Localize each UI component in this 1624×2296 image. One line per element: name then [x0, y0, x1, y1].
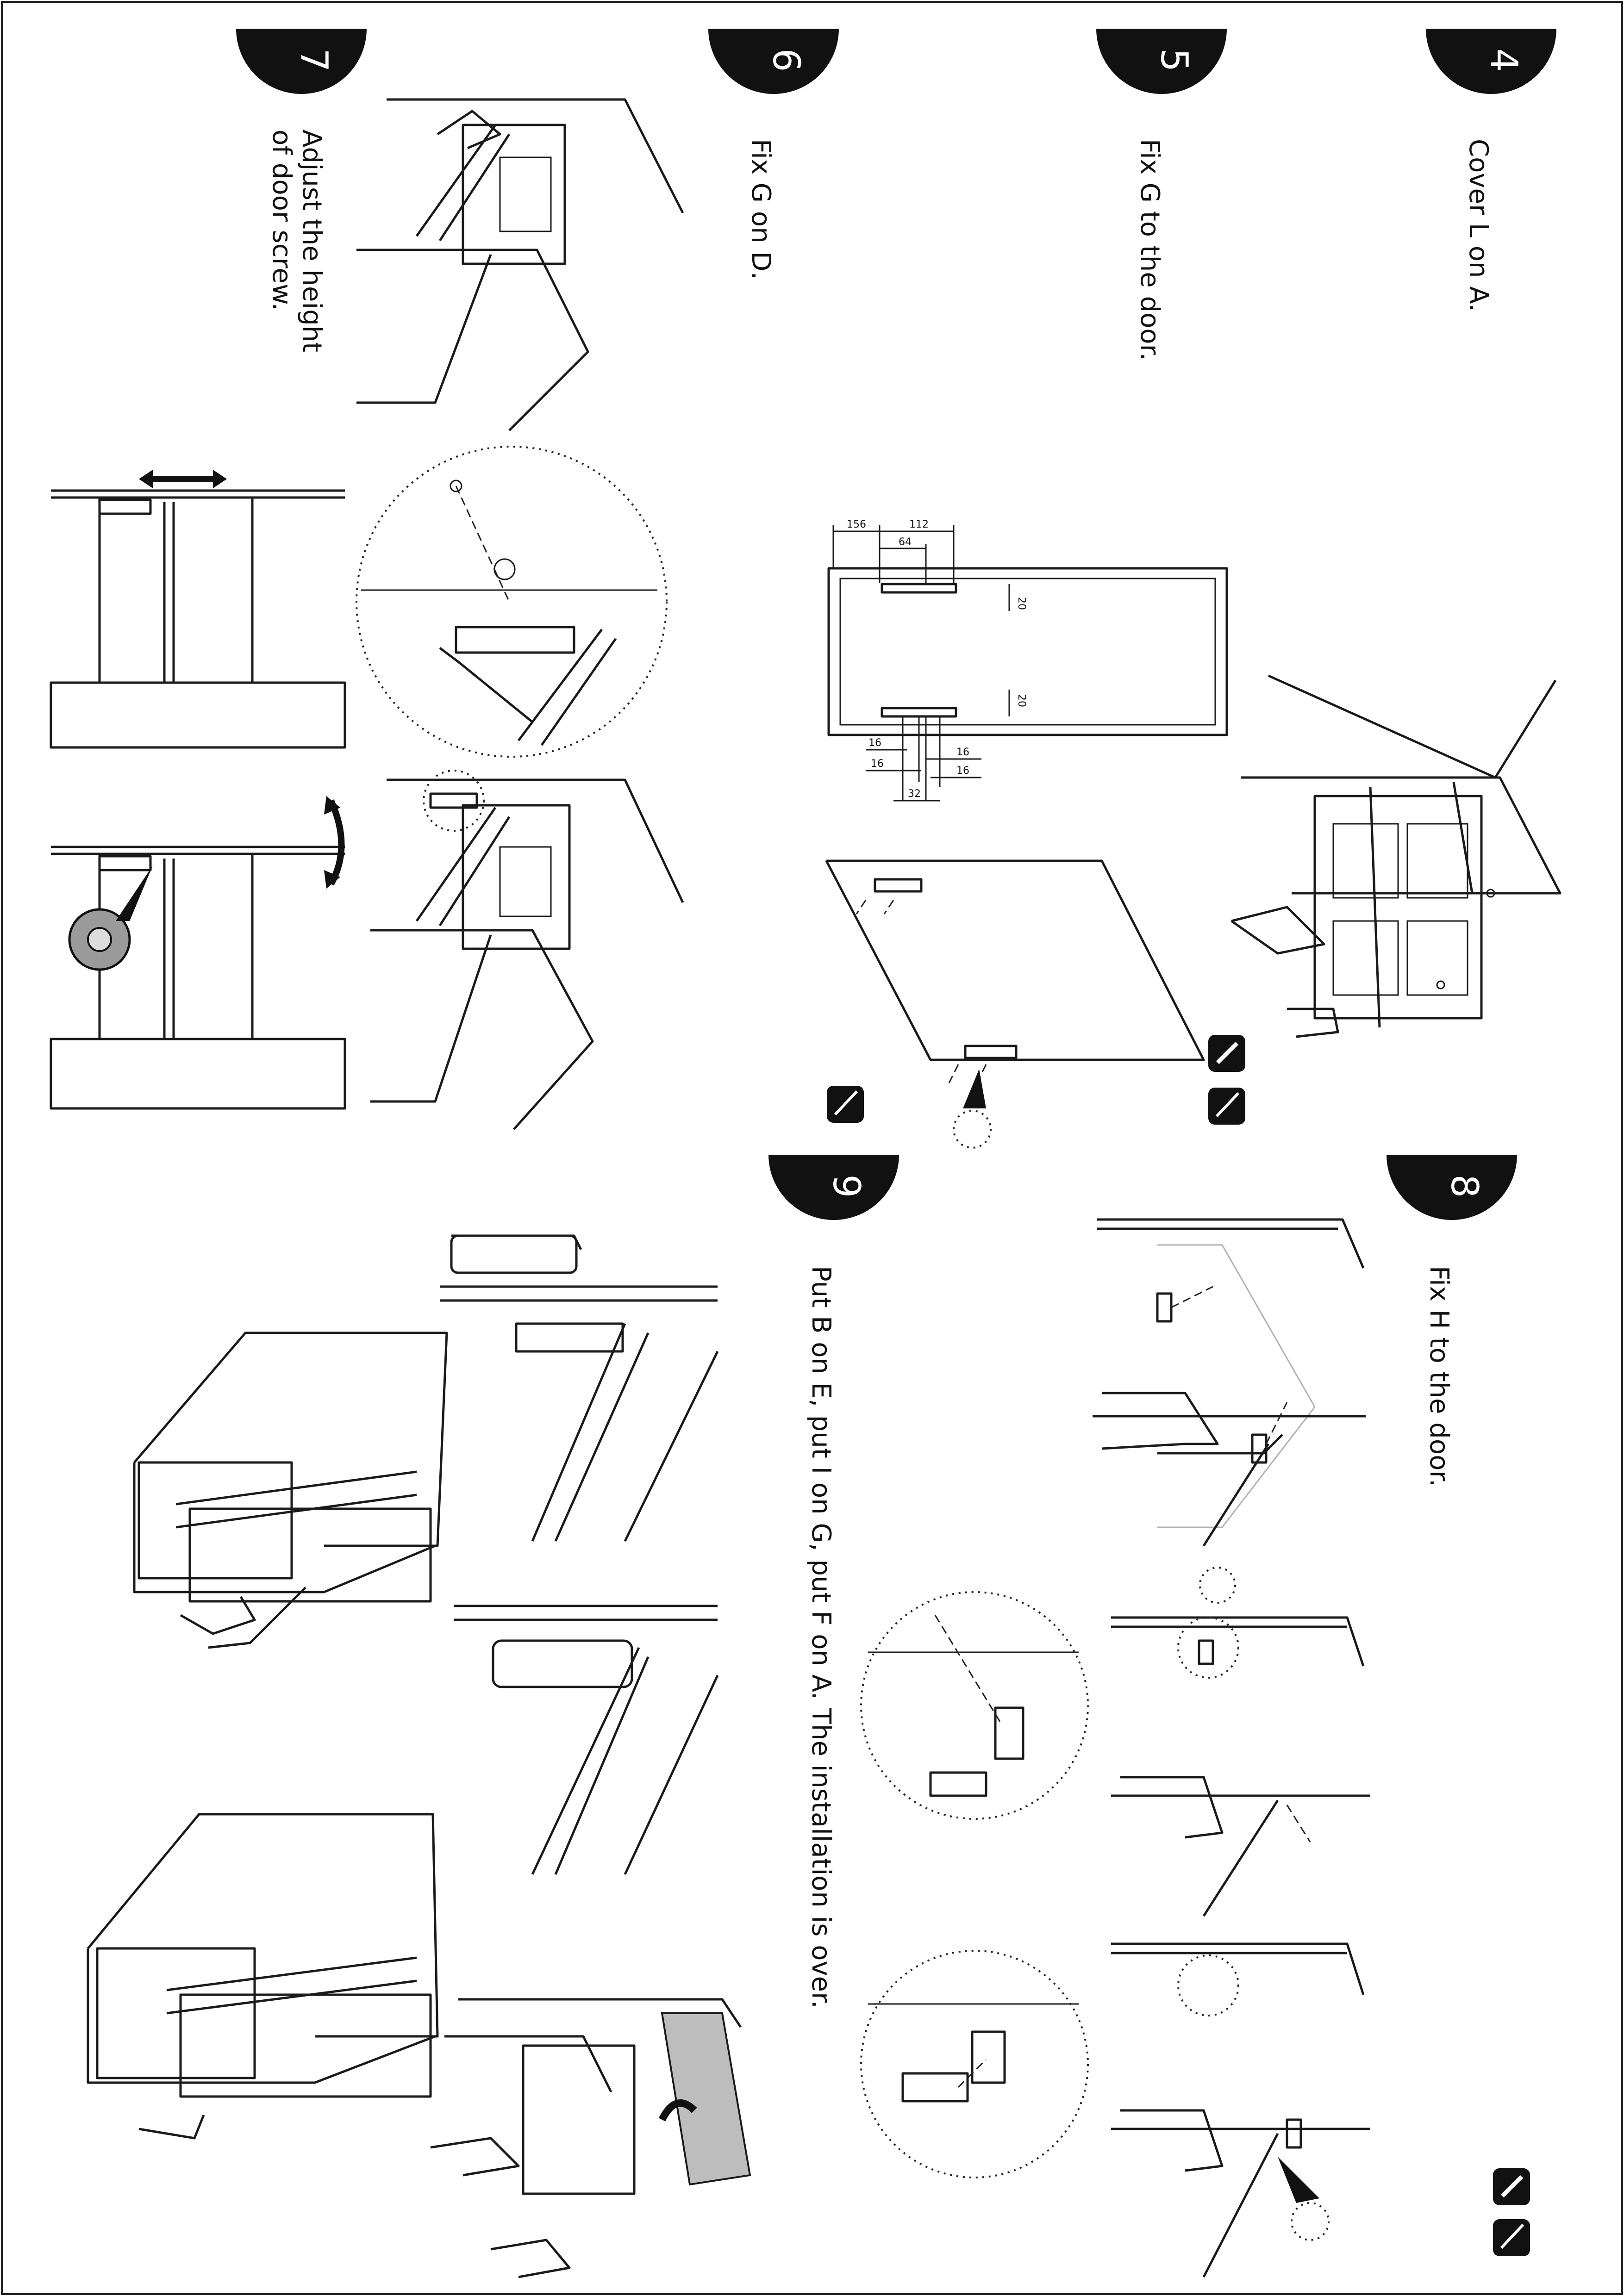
step-6-caption: Fix G on D.	[746, 139, 776, 280]
step-9-caption: Put B on E, put I on G, put F on A. The …	[806, 1266, 836, 2009]
step-7-illustration	[50, 470, 346, 1110]
dim-16-b: 16	[871, 758, 884, 770]
step-5-caption: Fix G to the door.	[1135, 139, 1165, 361]
dim-16-c: 16	[956, 747, 969, 758]
step-9-badge: 9	[768, 1155, 899, 1220]
step-4-badge: 4	[1426, 29, 1556, 94]
step-8-illustration	[860, 1218, 1370, 2278]
step-7-caption-line-1: Adjust the height	[297, 130, 327, 352]
step-5-badge: 5	[1096, 29, 1227, 94]
step-9-number: 9	[825, 1175, 868, 1198]
screwdriver-icon	[827, 1086, 864, 1123]
step-4-caption: Cover L on A.	[1463, 139, 1493, 311]
step-9-illustration	[87, 1234, 751, 2278]
step-8-caption: Fix H to the door.	[1424, 1266, 1454, 1487]
screw-icon	[1208, 1035, 1245, 1072]
screw-icon	[1493, 2168, 1530, 2205]
dim-156: 156	[847, 519, 866, 530]
step-8-number: 8	[1443, 1175, 1486, 1198]
screwdriver-icon	[1493, 2219, 1530, 2256]
step-7-badge: 7	[236, 29, 367, 94]
step-7-number: 7	[293, 49, 336, 72]
step-4-number: 4	[1482, 49, 1525, 72]
dim-112: 112	[909, 519, 929, 530]
step-5-number: 5	[1153, 49, 1196, 72]
dim-32: 32	[908, 788, 921, 800]
dim-16-d: 16	[956, 765, 969, 777]
dim-64: 64	[899, 536, 912, 548]
step-7-caption-line-2: of door screw.	[267, 130, 297, 311]
step-8-badge: 8	[1387, 1155, 1517, 1220]
step-6-number: 6	[765, 49, 808, 72]
step-4-illustration	[1230, 674, 1562, 1038]
step-6-illustration	[356, 98, 684, 1130]
dim-20-bottom: 20	[1016, 694, 1027, 707]
dim-20-top: 20	[1016, 597, 1027, 610]
dim-16-a: 16	[868, 737, 881, 749]
step-5-door-illustration	[825, 859, 1205, 1149]
screwdriver-icon	[1208, 1088, 1245, 1125]
step-5-dimension-drawing: 156 112 64 20 20 16 16 16 16 32	[827, 519, 1228, 802]
step-6-badge: 6	[708, 29, 839, 94]
